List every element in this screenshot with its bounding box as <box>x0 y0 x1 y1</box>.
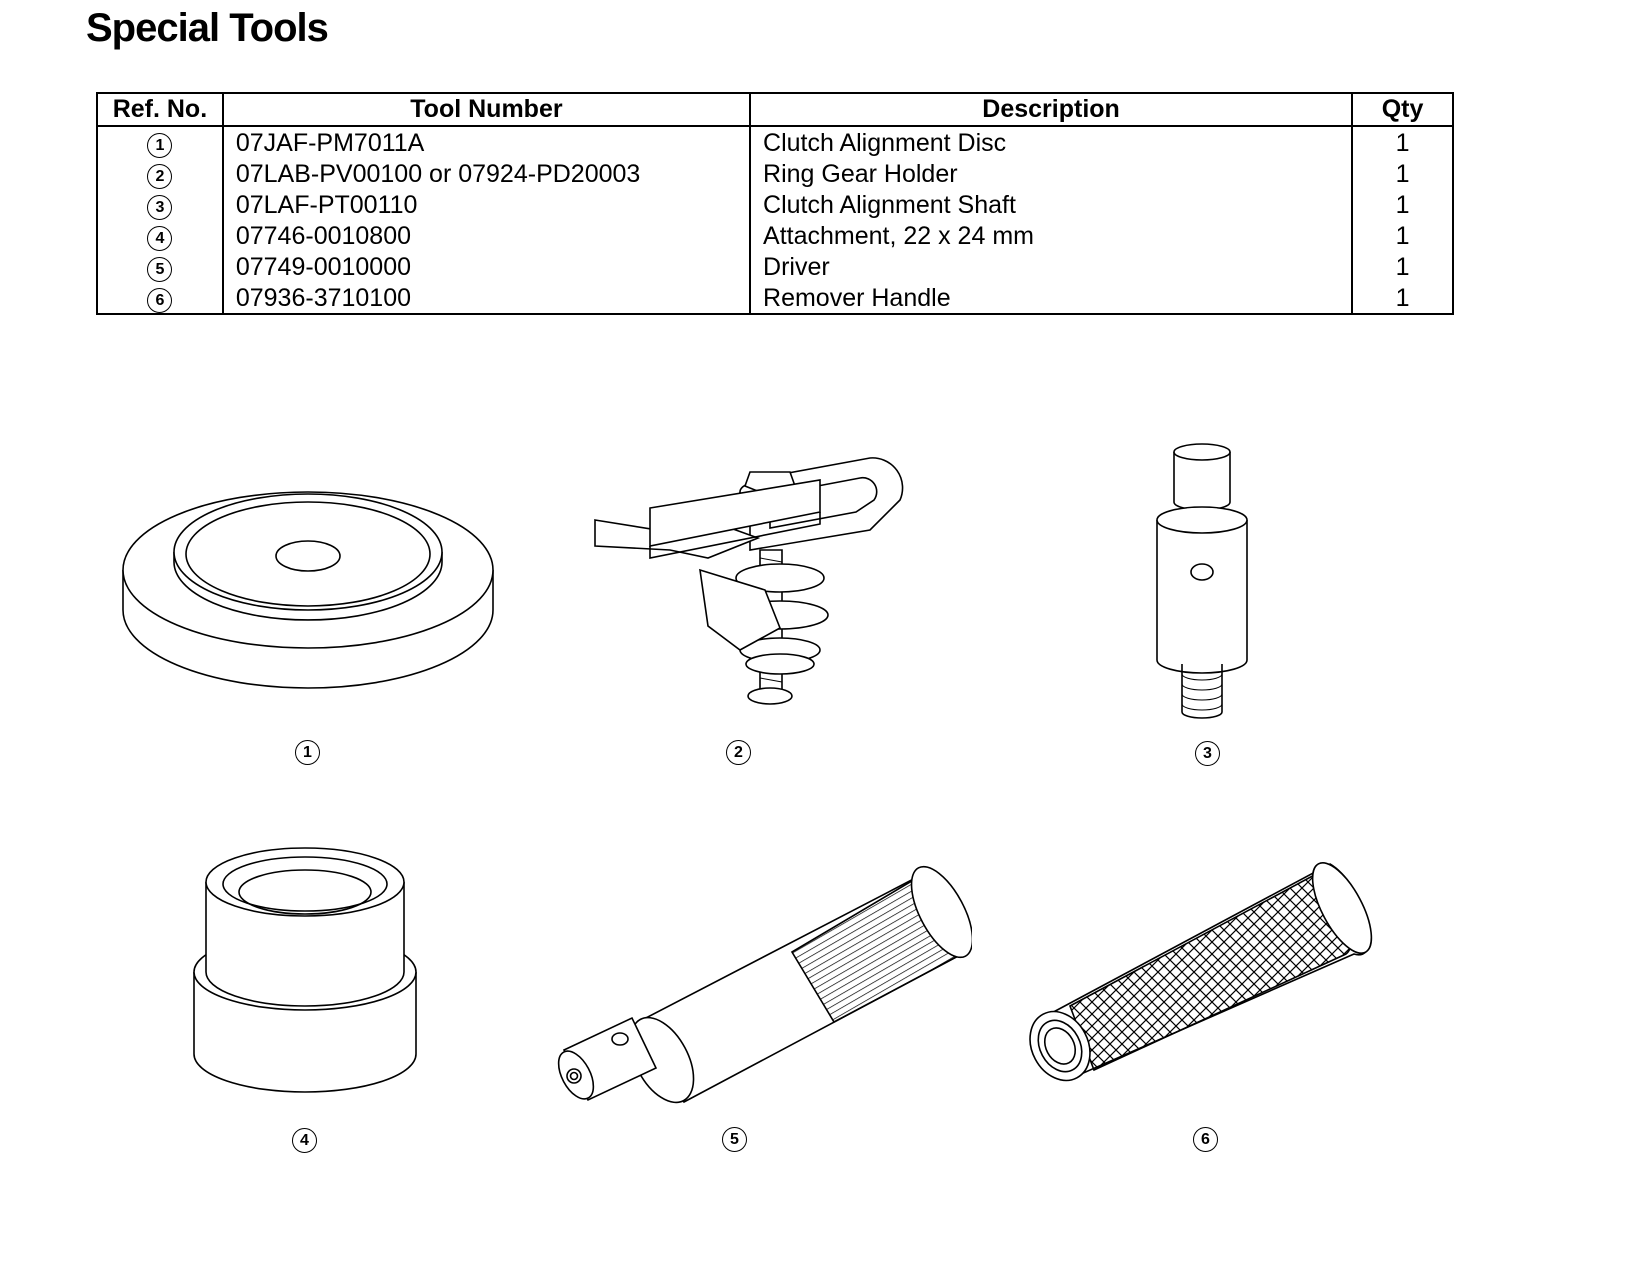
description-cell: Remover Handle <box>749 282 1354 314</box>
driver-icon <box>552 842 972 1114</box>
ref-number: 4 <box>147 226 173 251</box>
figure-label: 2 <box>726 740 751 765</box>
table-header-row: Ref. No. Tool Number Description Qty <box>96 92 1454 127</box>
table-row: 3 07LAF-PT00110 Clutch Alignment Shaft 1 <box>96 189 1454 220</box>
figure-label: 5 <box>722 1127 747 1152</box>
table-row: 6 07936-3710100 Remover Handle 1 <box>96 282 1454 314</box>
qty-cell: 1 <box>1351 251 1454 282</box>
special-tools-table: Ref. No. Tool Number Description Qty 1 0… <box>96 92 1454 315</box>
description-cell: Attachment, 22 x 24 mm <box>749 220 1354 251</box>
description-cell: Driver <box>749 251 1354 282</box>
clutch-alignment-shaft-icon <box>1152 440 1262 720</box>
table-row: 5 07749-0010000 Driver 1 <box>96 251 1454 282</box>
ref-number: 2 <box>147 164 173 189</box>
remover-handle-icon <box>1020 846 1380 1086</box>
col-qty-header: Qty <box>1351 92 1454 127</box>
col-ref-header: Ref. No. <box>96 92 224 127</box>
ref-number: 6 <box>147 288 173 313</box>
col-tool-number-header: Tool Number <box>221 92 752 127</box>
col-description-header: Description <box>749 92 1354 127</box>
description-cell: Ring Gear Holder <box>749 158 1354 189</box>
description-cell: Clutch Alignment Shaft <box>749 189 1354 220</box>
description-cell: Clutch Alignment Disc <box>749 126 1354 158</box>
table-row: 2 07LAB-PV00100 or 07924-PD20003 Ring Ge… <box>96 158 1454 189</box>
tool-number-cell: 07LAF-PT00110 <box>221 189 752 220</box>
qty-cell: 1 <box>1351 282 1454 314</box>
figure-label: 4 <box>292 1128 317 1153</box>
page-title: Special Tools <box>86 6 329 50</box>
clutch-alignment-disc-icon <box>118 458 498 698</box>
qty-cell: 1 <box>1351 189 1454 220</box>
tool-number-cell: 07746-0010800 <box>221 220 752 251</box>
table-row: 1 07JAF-PM7011A Clutch Alignment Disc 1 <box>96 126 1454 158</box>
tool-number-cell: 07749-0010000 <box>221 251 752 282</box>
qty-cell: 1 <box>1351 158 1454 189</box>
tool-number-cell: 07LAB-PV00100 or 07924-PD20003 <box>221 158 752 189</box>
qty-cell: 1 <box>1351 220 1454 251</box>
ring-gear-holder-icon <box>590 450 920 730</box>
ref-number: 3 <box>147 195 173 220</box>
ref-number: 1 <box>147 133 173 158</box>
table-row: 4 07746-0010800 Attachment, 22 x 24 mm 1 <box>96 220 1454 251</box>
tool-number-cell: 07936-3710100 <box>221 282 752 314</box>
attachment-icon <box>190 832 420 1112</box>
figure-label: 1 <box>295 740 320 765</box>
qty-cell: 1 <box>1351 126 1454 158</box>
ref-number: 5 <box>147 257 173 282</box>
figure-label: 3 <box>1195 741 1220 766</box>
tool-number-cell: 07JAF-PM7011A <box>221 126 752 158</box>
figure-label: 6 <box>1193 1127 1218 1152</box>
